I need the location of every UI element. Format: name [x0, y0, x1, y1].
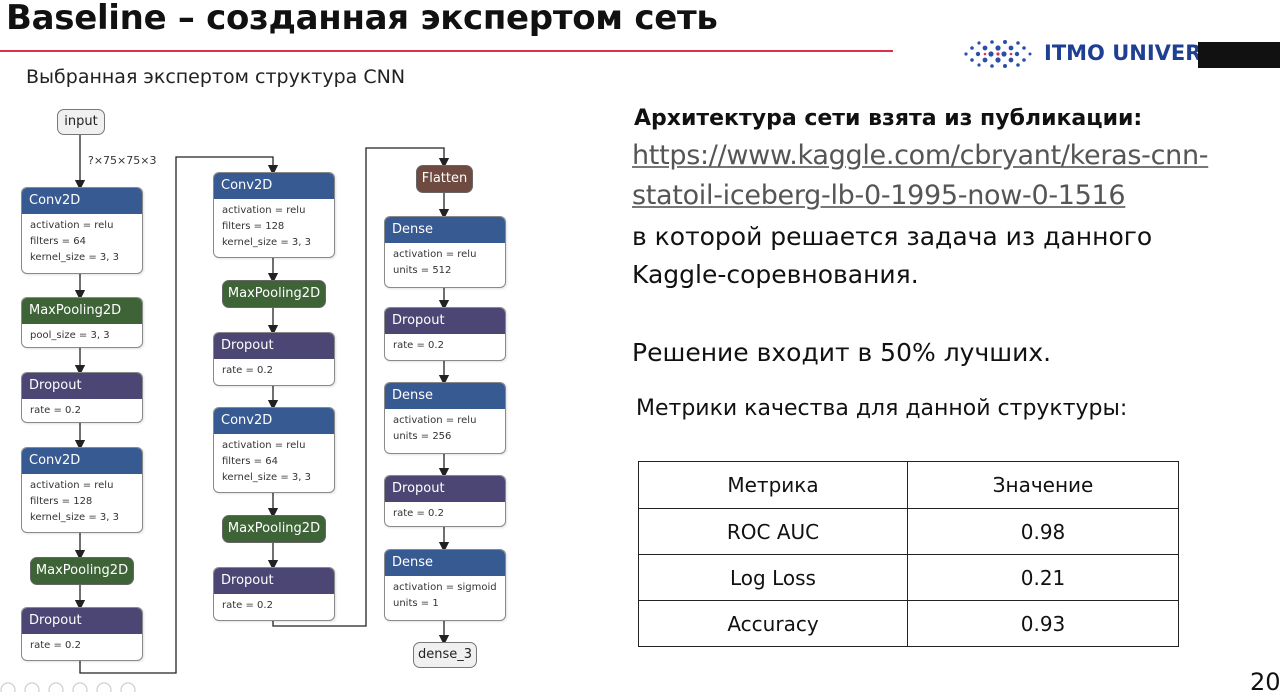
metrics-heading: Метрики качества для данной структуры:: [636, 396, 1128, 421]
diagram-connectors: [74, 135, 450, 674]
node-param: rate = 0.2: [222, 365, 273, 376]
diagram-caption: Выбранная экспертом структура CNN: [26, 66, 406, 88]
dense-node: Dense activation = sigmoid units = 1: [384, 549, 506, 621]
next-slide-icon[interactable]: [24, 682, 40, 692]
table-cell: Log Loss: [638, 554, 908, 601]
node-title: Dense: [385, 217, 505, 243]
node-title: Conv2D: [214, 173, 334, 199]
node-param: kernel_size = 3, 3: [222, 237, 311, 248]
publication-link[interactable]: https://www.kaggle.com/cbryant/keras-cnn…: [632, 140, 1209, 171]
slides-icon[interactable]: [72, 682, 88, 692]
title-underline: [0, 50, 893, 52]
conv2d-node: Conv2D activation = relu filters = 64 ke…: [21, 187, 143, 274]
logo-text: ITMO UNIVERS: [1044, 41, 1217, 65]
maxpooling2d-node: MaxPooling2D: [222, 515, 326, 543]
presentation-toolbar[interactable]: [0, 680, 180, 692]
dropout-node: Dropout rate = 0.2: [21, 607, 143, 661]
maxpooling2d-node: MaxPooling2D: [30, 557, 134, 585]
description-text: Kaggle-соревнования.: [632, 260, 919, 289]
node-param: activation = relu: [393, 249, 477, 260]
table-row: Accuracy 0.93: [638, 600, 1179, 647]
node-title: Conv2D: [22, 448, 142, 474]
slide-title: Baseline – созданная экспертом сеть: [6, 0, 718, 38]
node-param: activation = relu: [393, 415, 477, 426]
node-param: rate = 0.2: [30, 405, 81, 416]
table-header-cell: Значение: [907, 461, 1179, 509]
node-param: activation = relu: [222, 205, 306, 216]
node-param: units = 1: [393, 598, 439, 609]
maxpooling2d-node: MaxPooling2D: [222, 280, 326, 308]
table-cell: Accuracy: [638, 600, 908, 647]
table-header-cell: Метрика: [638, 461, 908, 509]
architecture-heading: Архитектура сети взята из публикации:: [634, 106, 1143, 131]
table-cell: 0.98: [907, 508, 1179, 555]
dense-node: Dense activation = relu units = 256: [384, 382, 506, 454]
node-title: Dense: [385, 550, 505, 576]
node-param: kernel_size = 3, 3: [30, 252, 119, 263]
node-title: Dropout: [385, 476, 505, 502]
node-param: activation = relu: [30, 480, 114, 491]
node-param: filters = 128: [222, 221, 285, 232]
dropout-node: Dropout rate = 0.2: [213, 332, 335, 386]
node-title: Dropout: [22, 373, 142, 399]
table-row: Log Loss 0.21: [638, 554, 1179, 601]
input-node: input: [57, 109, 105, 135]
description-text: в которой решается задача из данного: [632, 222, 1153, 251]
conv2d-node: Conv2D activation = relu filters = 128 k…: [213, 172, 335, 258]
node-param: rate = 0.2: [222, 600, 273, 611]
dropout-node: Dropout rate = 0.2: [384, 475, 506, 527]
metrics-table: Метрика Значение ROC AUC 0.98 Log Loss 0…: [638, 461, 1179, 647]
logo-occluder: [1198, 42, 1280, 68]
node-title: Dropout: [385, 308, 505, 334]
dropout-node: Dropout rate = 0.2: [21, 372, 143, 423]
table-cell: 0.21: [907, 554, 1179, 601]
node-param: rate = 0.2: [393, 508, 444, 519]
node-title: Dropout: [214, 568, 334, 594]
node-param: filters = 64: [30, 236, 86, 247]
conv2d-node: Conv2D activation = relu filters = 128 k…: [21, 447, 143, 533]
maxpooling2d-node: MaxPooling2D pool_size = 3, 3: [21, 297, 143, 348]
zoom-icon[interactable]: [96, 682, 112, 692]
pen-icon[interactable]: [48, 682, 64, 692]
node-param: kernel_size = 3, 3: [30, 512, 119, 523]
itmo-logo: ITMO UNIVERS: [962, 38, 1280, 70]
more-options-icon[interactable]: [120, 682, 136, 692]
node-title: MaxPooling2D: [22, 298, 142, 324]
output-node: dense_3: [413, 642, 477, 668]
previous-slide-icon[interactable]: [0, 682, 16, 692]
logo-dots-icon: [964, 40, 1032, 68]
cnn-architecture-diagram: input ?×75×75×3 Conv2D activation = relu…: [0, 100, 560, 692]
node-param: units = 256: [393, 431, 452, 442]
input-shape-label: ?×75×75×3: [88, 154, 157, 167]
node-title: Conv2D: [214, 408, 334, 434]
node-param: activation = sigmoid: [393, 582, 497, 593]
node-param: filters = 128: [30, 496, 93, 507]
node-param: units = 512: [393, 265, 452, 276]
node-param: activation = relu: [30, 220, 114, 231]
page-number: 20: [1250, 668, 1280, 696]
node-param: rate = 0.2: [30, 640, 81, 651]
node-param: rate = 0.2: [393, 340, 444, 351]
flatten-node: Flatten: [416, 165, 473, 193]
node-title: Dropout: [22, 608, 142, 634]
node-title: Dense: [385, 383, 505, 409]
node-param: pool_size = 3, 3: [30, 330, 110, 341]
node-param: kernel_size = 3, 3: [222, 472, 311, 483]
publication-link[interactable]: statoil-iceberg-lb-0-1995-now-0-1516: [632, 180, 1126, 211]
conv2d-node: Conv2D activation = relu filters = 64 ke…: [213, 407, 335, 493]
dropout-node: Dropout rate = 0.2: [384, 307, 506, 361]
result-text: Решение входит в 50% лучших.: [632, 338, 1052, 367]
table-row: ROC AUC 0.98: [638, 508, 1179, 555]
dropout-node: Dropout rate = 0.2: [213, 567, 335, 621]
node-title: Conv2D: [22, 188, 142, 214]
node-title: Dropout: [214, 333, 334, 359]
dense-node: Dense activation = relu units = 512: [384, 216, 506, 288]
node-param: filters = 64: [222, 456, 278, 467]
table-header-row: Метрика Значение: [638, 461, 1179, 509]
table-cell: 0.93: [907, 600, 1179, 647]
node-param: activation = relu: [222, 440, 306, 451]
table-cell: ROC AUC: [638, 508, 908, 555]
